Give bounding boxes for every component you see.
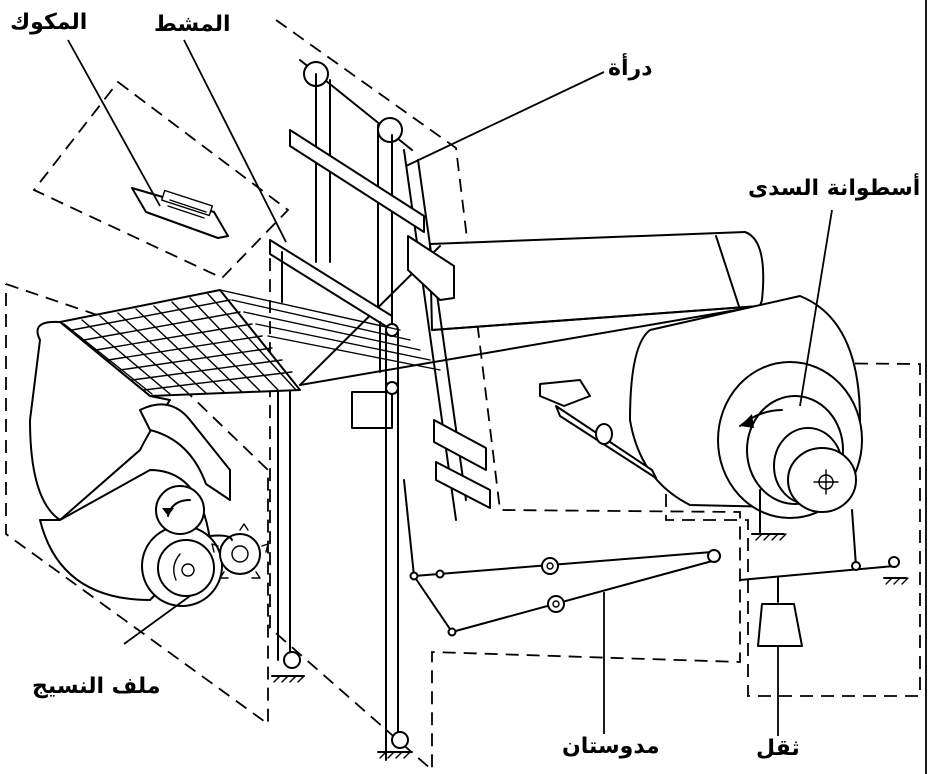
heddle-leader xyxy=(405,71,605,167)
leader-lines xyxy=(67,39,833,736)
label-reed: المشط xyxy=(152,12,233,37)
cloth-roll-dashed-box xyxy=(5,283,269,726)
lower-warp-line xyxy=(299,305,761,386)
heddle-bar-top xyxy=(289,129,425,233)
label-shuttle: المكوك xyxy=(8,10,90,35)
heddle-bar-mid xyxy=(407,235,455,301)
weight-block xyxy=(757,603,803,647)
warp-beam-leader xyxy=(799,209,833,407)
cloth-beam xyxy=(29,320,269,607)
woven-cloth xyxy=(59,289,441,397)
breast-beam xyxy=(29,320,171,521)
cloth-roll-leader xyxy=(123,595,191,645)
guide-plate xyxy=(139,403,231,501)
reed-leader xyxy=(183,39,287,243)
label-treadles: مدوستان xyxy=(560,734,662,759)
ratchet-gear xyxy=(219,533,261,575)
warp-beam-axle xyxy=(787,447,857,513)
warp-beam xyxy=(629,295,863,541)
treadle-rod xyxy=(539,379,657,479)
treadle-pivot-bottom xyxy=(547,595,565,613)
reed-assembly xyxy=(269,239,413,761)
label-cloth-roll: ملف النسيج xyxy=(30,674,163,699)
shuttle xyxy=(131,187,229,239)
reed-block xyxy=(351,391,393,429)
heddle-frame xyxy=(289,59,491,521)
brake-lever xyxy=(739,509,909,647)
treadles xyxy=(403,479,721,637)
label-heddle: درأة xyxy=(606,56,655,81)
label-weight: ثقل xyxy=(754,736,802,761)
label-warp-beam: أسطوانة السدى xyxy=(746,176,923,201)
upper-warp-shed xyxy=(429,231,765,331)
shuttle-leader xyxy=(67,39,161,207)
warp-beam-dashed-box xyxy=(665,361,921,697)
treadle-pivot-top xyxy=(541,557,559,575)
shuttle-dashed-box xyxy=(32,80,290,280)
